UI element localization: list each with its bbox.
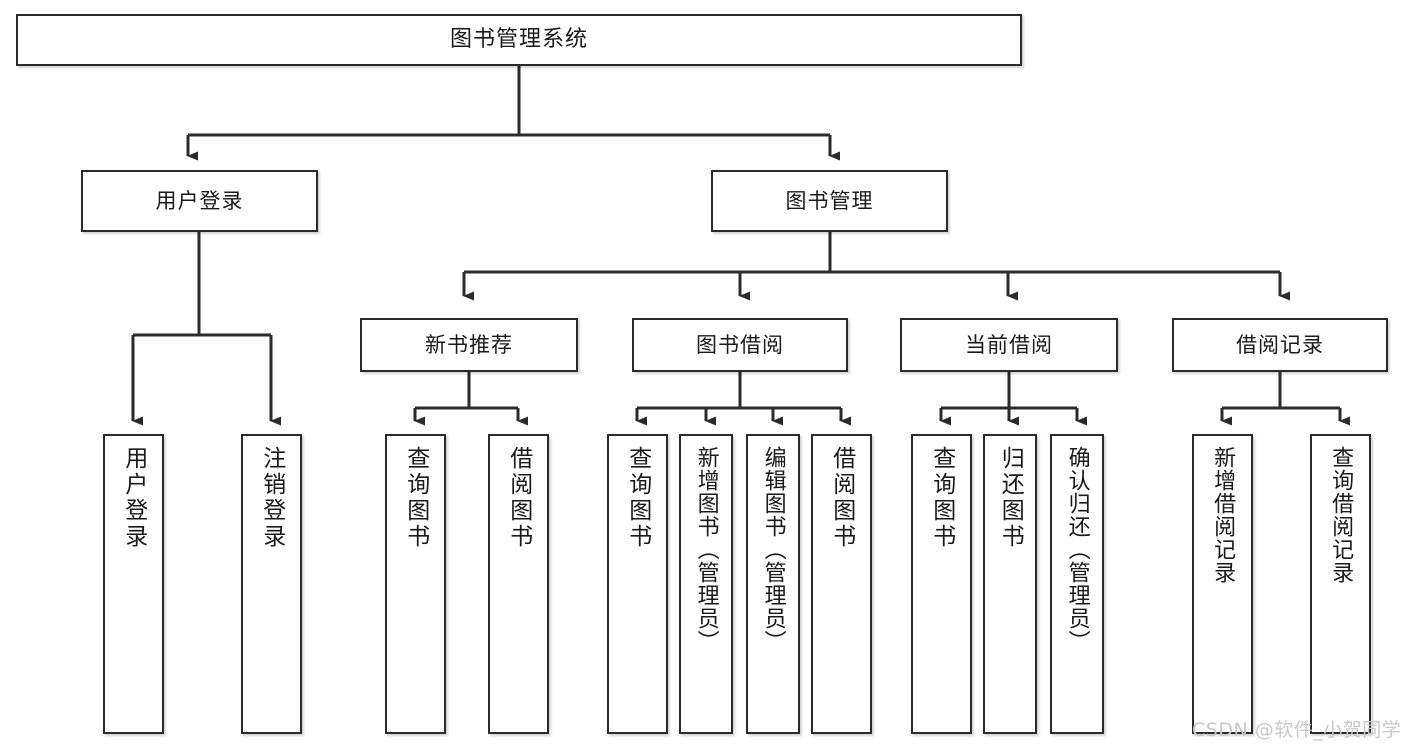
node-new-book-recommendation[interactable]: 新书推荐 [360, 318, 578, 372]
node-label: 查询图书 [928, 446, 955, 550]
node-user-login[interactable]: 用户登录 [81, 170, 318, 232]
leaf-new-book-borrow-book[interactable]: 借阅图书 [488, 434, 549, 734]
node-borrow-record[interactable]: 借阅记录 [1172, 318, 1388, 372]
node-label: 用户登录 [120, 446, 147, 550]
node-label: 查询借阅记录 [1328, 446, 1354, 584]
node-book-management[interactable]: 图书管理 [711, 170, 948, 232]
node-label: 当前借阅 [965, 332, 1053, 357]
csdn-watermark: CSDN @软件_小贺同学 [1192, 715, 1401, 742]
node-label: 图书借阅 [696, 332, 784, 357]
node-label: 归还图书 [997, 446, 1024, 550]
node-label: 新增借阅记录 [1210, 446, 1236, 584]
leaf-query-borrow-record[interactable]: 查询借阅记录 [1310, 434, 1371, 734]
leaf-logout[interactable]: 注销登录 [241, 434, 302, 734]
node-book-borrow[interactable]: 图书借阅 [632, 318, 848, 372]
leaf-user-login[interactable]: 用户登录 [103, 434, 164, 734]
leaf-edit-book-admin[interactable]: 编辑图书（管理员） [746, 434, 800, 734]
node-label: 借阅图书 [828, 446, 855, 550]
node-label: 借阅图书 [505, 446, 532, 550]
node-label: 用户登录 [155, 188, 244, 213]
node-label: 注销登录 [258, 446, 285, 550]
node-label: 查询图书 [402, 446, 429, 550]
watermark-text: CSDN @软件_小贺同学 [1192, 719, 1402, 741]
node-label: 确认归还（管理员） [1064, 446, 1090, 653]
leaf-borrow-query-book[interactable]: 查询图书 [607, 434, 668, 734]
leaf-current-query-book[interactable]: 查询图书 [911, 434, 972, 734]
node-root-book-management-system[interactable]: 图书管理系统 [16, 14, 1022, 66]
node-label: 新书推荐 [425, 332, 513, 357]
leaf-confirm-return-admin[interactable]: 确认归还（管理员） [1050, 434, 1104, 734]
node-label: 新增图书（管理员） [693, 446, 719, 653]
node-label: 借阅记录 [1236, 332, 1324, 357]
node-label: 查询图书 [624, 446, 651, 550]
leaf-add-borrow-record[interactable]: 新增借阅记录 [1192, 434, 1253, 734]
leaf-return-book[interactable]: 归还图书 [983, 434, 1037, 734]
leaf-add-book-admin[interactable]: 新增图书（管理员） [679, 434, 733, 734]
node-current-borrow[interactable]: 当前借阅 [900, 318, 1118, 372]
node-label: 图书管理系统 [449, 27, 588, 53]
leaf-new-book-query-book[interactable]: 查询图书 [385, 434, 446, 734]
leaf-borrow-book[interactable]: 借阅图书 [811, 434, 872, 734]
node-label: 编辑图书（管理员） [760, 446, 786, 653]
node-label: 图书管理 [785, 188, 874, 213]
